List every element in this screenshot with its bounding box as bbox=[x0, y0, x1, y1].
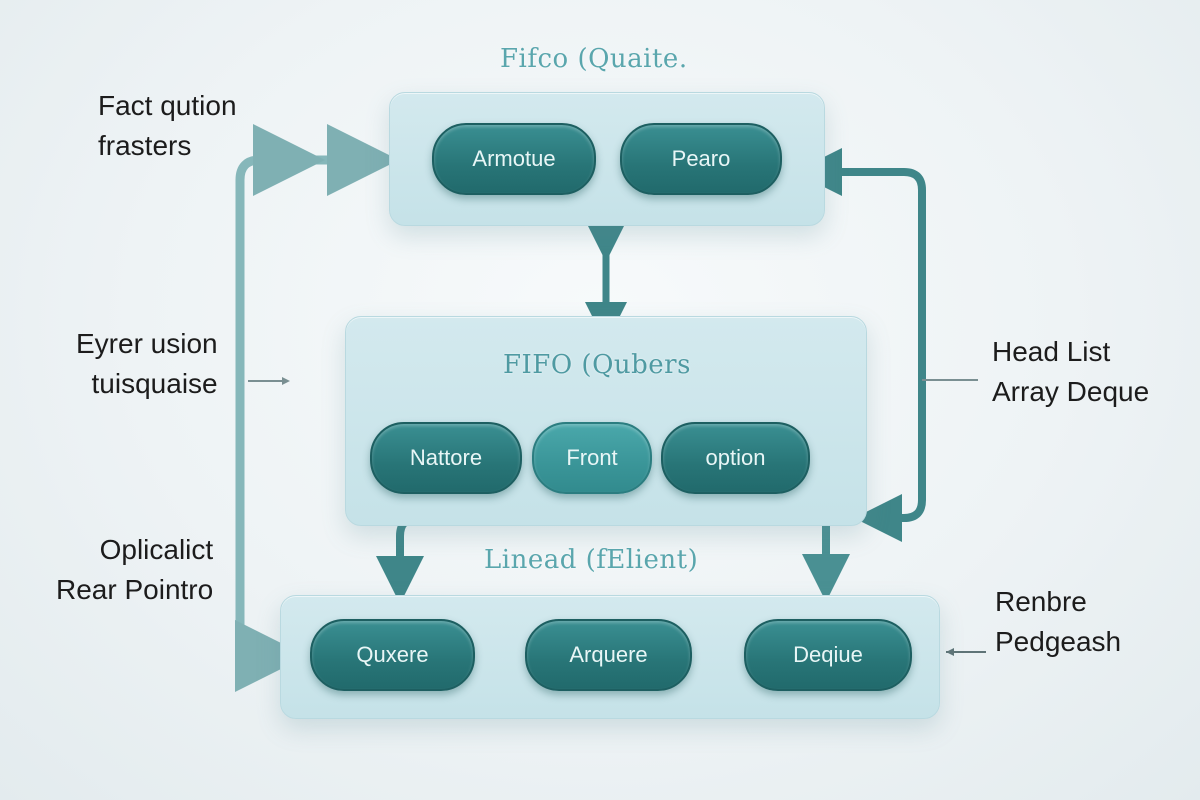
label-left-top-line-2: frasters bbox=[98, 130, 192, 161]
label-right-bottom-line-2: Pedgeash bbox=[995, 626, 1122, 657]
label-left-middle-line-1: Eyrer usion bbox=[76, 328, 218, 359]
label-left-middle-line-2: tuisquaise bbox=[91, 368, 218, 399]
stub-right-bottom-head bbox=[946, 648, 954, 656]
node-armotue[interactable]: Armotue bbox=[432, 123, 596, 195]
node-quxere[interactable]: Quxere bbox=[310, 619, 475, 691]
label-left-middle: Eyrer usion tuisquaise bbox=[76, 324, 218, 404]
label-right-middle: Head List Array Deque bbox=[992, 332, 1149, 412]
label-left-bottom-line-1: Oplicalict bbox=[99, 534, 214, 565]
node-option[interactable]: option bbox=[661, 422, 810, 494]
stub-left-middle-head bbox=[282, 377, 290, 385]
panel-middle-title: FIFO (Qubers bbox=[503, 350, 691, 380]
label-right-middle-line-2: Array Deque bbox=[992, 376, 1150, 407]
label-right-bottom: Renbre Pedgeash bbox=[995, 582, 1121, 662]
node-deqiue[interactable]: Deqiue bbox=[744, 619, 912, 691]
node-nattore[interactable]: Nattore bbox=[370, 422, 522, 494]
panel-top-title: Fifco (Quaite. bbox=[500, 44, 688, 74]
label-left-top-line-1: Fact qution bbox=[98, 90, 237, 121]
label-left-bottom: Oplicalict Rear Pointro bbox=[56, 530, 213, 610]
panel-middle bbox=[345, 316, 867, 526]
label-right-bottom-line-1: Renbre bbox=[995, 586, 1087, 617]
node-front[interactable]: Front bbox=[532, 422, 652, 494]
node-arquere[interactable]: Arquere bbox=[525, 619, 692, 691]
node-pearo[interactable]: Pearo bbox=[620, 123, 782, 195]
label-right-middle-line-1: Head List bbox=[992, 336, 1111, 367]
label-left-bottom-line-2: Rear Pointro bbox=[56, 574, 214, 605]
panel-bottom-title: Linead (fElient) bbox=[484, 545, 699, 575]
label-left-top: Fact qution frasters bbox=[98, 86, 237, 166]
